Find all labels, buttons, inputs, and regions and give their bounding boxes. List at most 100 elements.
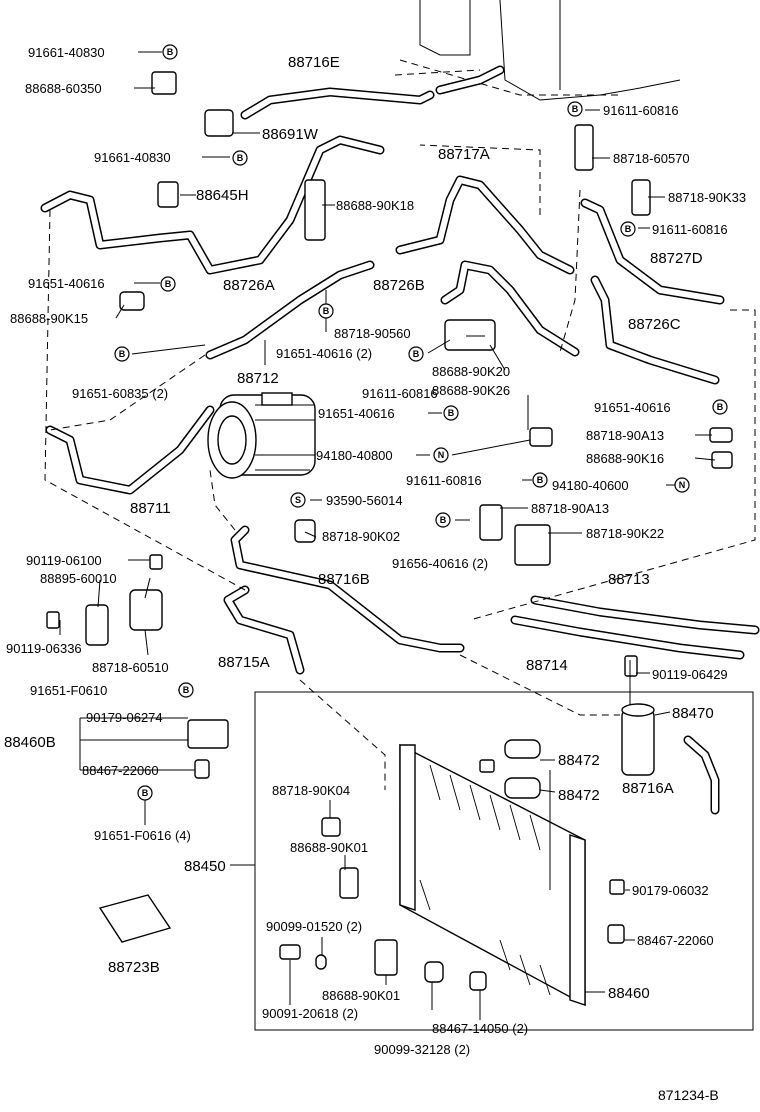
badge-b: B (443, 405, 459, 421)
label-88688-60350: 88688-60350 (25, 81, 102, 96)
label-88470: 88470 (672, 705, 714, 722)
label-91611-60816-d: 91611-60816 (406, 473, 482, 488)
label-88688-90K20: 88688-90K20 (432, 364, 510, 379)
label-88716E: 88716E (288, 54, 340, 71)
label-88717A: 88717A (438, 146, 490, 163)
label-88472-a: 88472 (558, 752, 600, 769)
label-91611-60816-c: 91611-60816 (362, 386, 438, 401)
label-90119-06336: 90119-06336 (6, 641, 82, 656)
compressor (207, 392, 316, 479)
badge-b: B (232, 150, 248, 166)
badge-n: N (433, 447, 449, 463)
label-88688-90K01-a: 88688-90K01 (290, 840, 368, 855)
label-90179-06032: 90179-06032 (632, 883, 709, 898)
label-90119-06100: 90119-06100 (26, 553, 102, 568)
condenser-88460 (399, 743, 586, 1007)
label-88688-90K16: 88688-90K16 (586, 451, 664, 466)
part-labels: 88716E 91661-40830 88688-60350 88691W 91… (4, 45, 746, 1103)
badge-b: B (318, 303, 334, 319)
badge-b: B (160, 276, 176, 292)
badges: B B B B B B B B B B B B B B N N S (114, 44, 728, 801)
svg-text:N: N (438, 450, 445, 460)
engine-outline (394, 0, 681, 101)
label-91651-40616-c: 91651-40616 (594, 400, 671, 415)
pipe-88711 (45, 405, 215, 495)
label-88727D: 88727D (650, 250, 703, 267)
label-94180-40800: 94180-40800 (316, 448, 393, 463)
svg-text:B: B (323, 306, 330, 316)
label-88715A: 88715A (218, 654, 270, 671)
label-91656-40616-2: 91656-40616 (2) (392, 556, 488, 571)
label-90099-32128-2: 90099-32128 (2) (374, 1042, 470, 1057)
label-88895-60010: 88895-60010 (40, 571, 117, 586)
label-90099-01520-2: 90099-01520 (2) (266, 919, 362, 934)
label-88723B: 88723B (108, 959, 160, 976)
pipe-88726B (440, 260, 580, 357)
badge-b: B (178, 682, 194, 698)
label-90179-06274: 90179-06274 (86, 710, 163, 725)
label-88688-90K15: 88688-90K15 (10, 311, 88, 326)
svg-text:B: B (572, 104, 579, 114)
pipe-88717A (395, 175, 575, 275)
label-88726C: 88726C (628, 316, 681, 333)
label-90091-20618-2: 90091-20618 (2) (262, 1006, 358, 1021)
leader-lines (59, 51, 716, 1020)
pipe-88716B (230, 525, 465, 653)
label-88472-b: 88472 (558, 787, 600, 804)
label-88718-90A13-b: 88718-90A13 (531, 501, 609, 516)
pipe-88727D (580, 198, 725, 305)
routing-dashes (44, 144, 756, 790)
badge-b: B (620, 221, 636, 237)
label-91651-60835-2: 91651-60835 (2) (72, 386, 168, 401)
label-91651-40616-a: 91651-40616 (28, 276, 105, 291)
svg-text:B: B (440, 515, 447, 525)
label-88718-60510: 88718-60510 (92, 660, 169, 675)
label-88688-90K26: 88688-90K26 (432, 383, 510, 398)
badge-b: B (567, 101, 583, 117)
label-88712: 88712 (237, 370, 279, 387)
label-91651-F0616-4: 91651-F0616 (4) (94, 828, 191, 843)
pipe-88712 (205, 260, 375, 360)
pipe-88715A (223, 585, 305, 675)
svg-text:S: S (295, 495, 301, 505)
label-88716A: 88716A (622, 780, 674, 797)
badge-b: B (162, 44, 178, 60)
label-94180-40600: 94180-40600 (552, 478, 629, 493)
label-91661-40830-a: 91661-40830 (28, 45, 105, 60)
badge-b: B (712, 399, 728, 415)
badge-b: B (532, 472, 548, 488)
pipe-88726A (40, 135, 385, 275)
label-88726A: 88726A (223, 277, 275, 294)
svg-text:B: B (165, 279, 172, 289)
label-91661-40830-b: 91661-40830 (94, 150, 171, 165)
pipe-88716A (683, 735, 720, 815)
label-88467-22060-b: 88467-22060 (637, 933, 714, 948)
svg-text:B: B (183, 685, 190, 695)
label-88718-90560: 88718-90560 (334, 326, 411, 341)
badge-b: B (408, 346, 424, 362)
pipe-88716E (240, 65, 505, 120)
label-88688-90K18: 88688-90K18 (336, 198, 414, 213)
svg-text:B: B (142, 788, 149, 798)
label-91651-F0610: 91651-F0610 (30, 683, 107, 698)
pipe-88726C (590, 275, 720, 385)
badge-n: N (674, 477, 690, 493)
svg-text:B: B (537, 475, 544, 485)
svg-text:N: N (679, 480, 686, 490)
label-88718-90K02: 88718-90K02 (322, 529, 400, 544)
label-88691W: 88691W (262, 126, 319, 143)
label-88716B: 88716B (318, 571, 370, 588)
label-88718-90K04: 88718-90K04 (272, 783, 350, 798)
badge-s: S (290, 492, 306, 508)
label-88467-22060-a: 88467-22060 (82, 763, 159, 778)
label-88460B: 88460B (4, 734, 56, 751)
label-88450: 88450 (184, 858, 226, 875)
svg-text:B: B (448, 408, 455, 418)
pipe-88714 (510, 615, 745, 660)
svg-text:B: B (119, 349, 126, 359)
svg-text:B: B (717, 402, 724, 412)
label-88713: 88713 (608, 571, 650, 588)
label-88688-90K01-b: 88688-90K01 (322, 988, 400, 1003)
receiver-dryer (621, 703, 655, 776)
